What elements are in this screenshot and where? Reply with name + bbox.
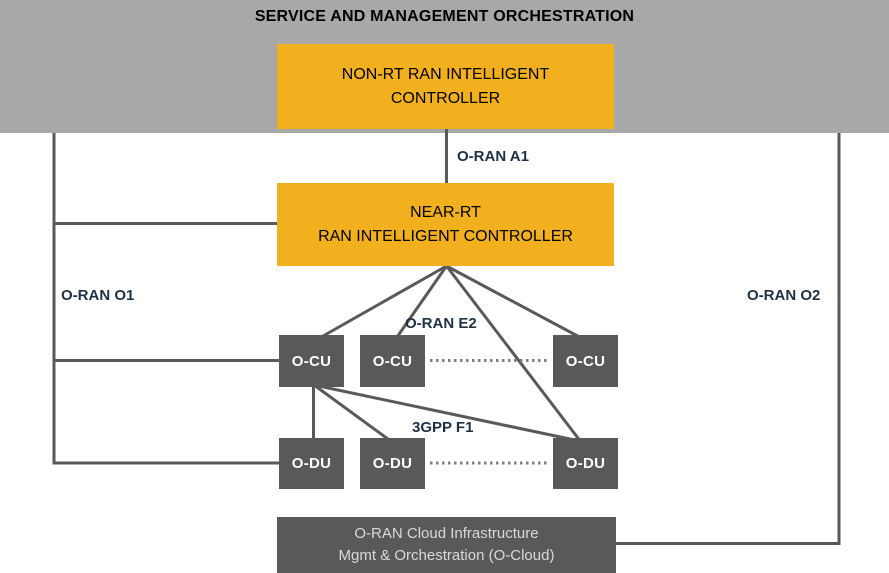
interface-label-o1: O-RAN O1 [61,287,135,304]
o1-trunk-connector [52,133,280,465]
o-cloud-label-line1: O-RAN Cloud Infrastructure [354,525,539,543]
o-du-node-2: O-DU [360,438,425,489]
non-rt-ric-node: NON-RT RAN INTELLIGENT CONTROLLER [277,44,614,129]
o-du-label-2: O-DU [372,455,413,472]
o-cloud-label-line2: Mgmt & Orchestration (O-Cloud) [338,547,555,564]
o-du-label-3: O-DU [565,455,606,472]
e2-connector-cu1 [315,264,448,342]
interface-label-f1: 3GPP F1 [412,419,474,436]
o-cu-label-3: O-CU [565,352,606,370]
o-cloud-node: O-RAN Cloud Infrastructure Mgmt & Orches… [277,517,616,573]
interface-label-e2: O-RAN E2 [405,315,477,332]
f1-connector-du2 [313,383,393,444]
interface-label-a1: O-RAN A1 [457,148,529,165]
f1-connector-du3 [313,383,585,444]
o-cu-node-2: O-CU [360,335,425,387]
e2-connector-du3 [445,265,583,443]
near-rt-ric-label-line1: NEAR-RT [410,204,481,222]
smo-banner-title: SERVICE AND MANAGEMENT ORCHESTRATION [254,8,635,25]
o-cu-label-2: O-CU [372,352,413,370]
near-rt-ric-node: NEAR-RT RAN INTELLIGENT CONTROLLER [277,183,614,266]
e2-connector-cu2 [393,265,448,341]
o-du-label-1: O-DU [291,455,332,472]
non-rt-ric-label-line2: CONTROLLER [390,89,501,107]
near-rt-ric-label-line2: RAN INTELLIGENT CONTROLLER [318,227,573,245]
o-cu-node-1: O-CU [279,335,344,387]
interface-label-o2: O-RAN O2 [747,287,821,304]
o-du-node-1: O-DU [279,438,344,489]
o-du-node-3: O-DU [553,438,618,489]
e2-connector-cu3 [445,264,586,342]
o2-trunk-connector [614,133,841,545]
o-cu-label-1: O-CU [291,352,332,370]
o-cu-node-3: O-CU [553,335,618,387]
non-rt-ric-label-line1: NON-RT RAN INTELLIGENT [341,66,550,84]
